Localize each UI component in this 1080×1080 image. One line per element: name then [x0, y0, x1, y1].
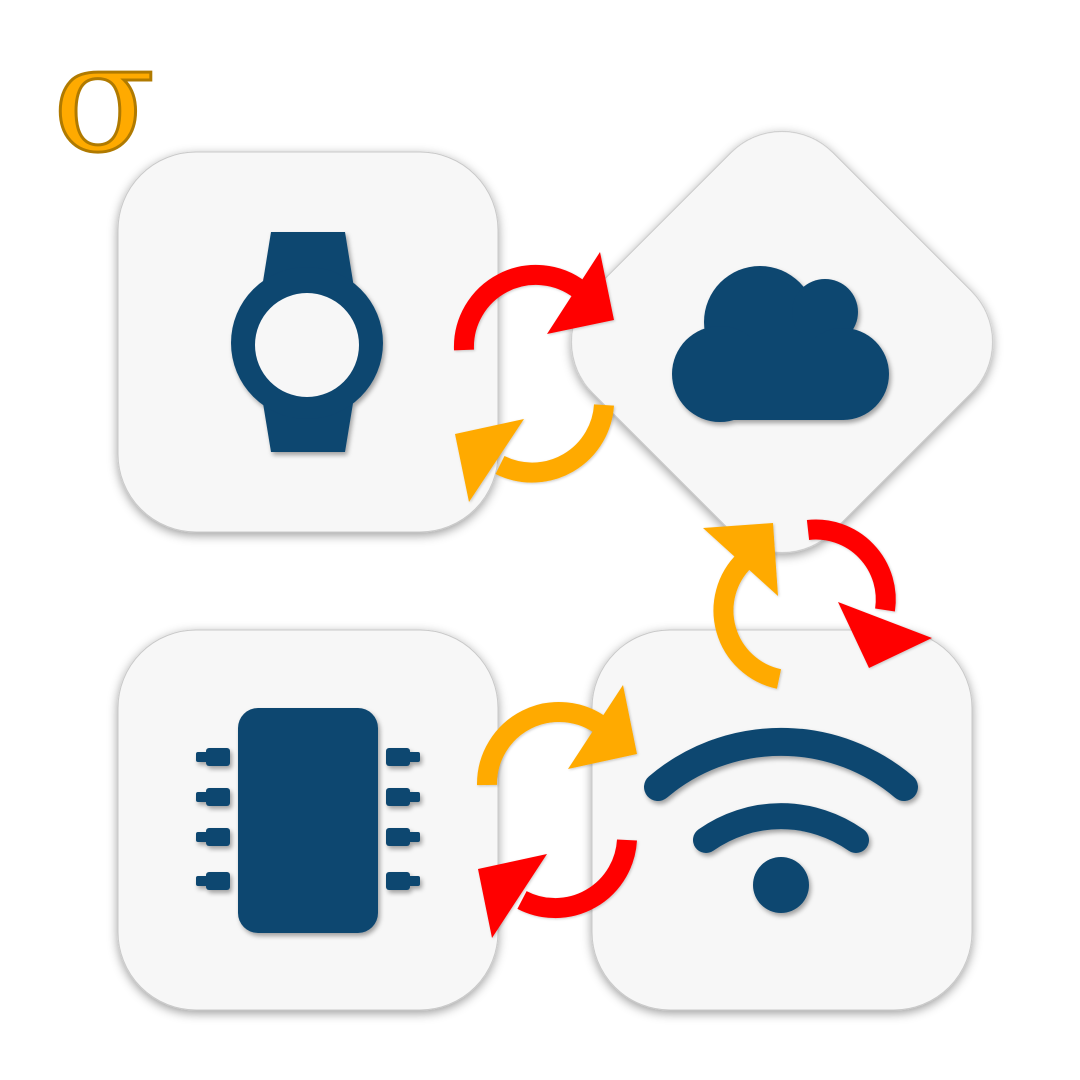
sync-arrows: [453, 252, 932, 938]
arrow-wifi-to-cloud: [703, 523, 782, 689]
arrow-cloud-to-wifi: [806, 519, 932, 668]
watch-icon: [231, 232, 383, 452]
arrow-chip-to-wifi: [476, 685, 637, 786]
arrow-watch-to-cloud: [453, 252, 614, 351]
chip-icon: [196, 708, 420, 933]
arrow-cloud-to-watch: [455, 404, 614, 502]
arrow-wifi-to-chip: [478, 839, 637, 938]
wifi-icon: [644, 727, 918, 913]
chip-pins-left: [196, 748, 230, 890]
cloud-icon: [672, 266, 889, 422]
sigma-logo: σ: [53, 12, 155, 186]
chip-pins-right: [386, 748, 420, 890]
